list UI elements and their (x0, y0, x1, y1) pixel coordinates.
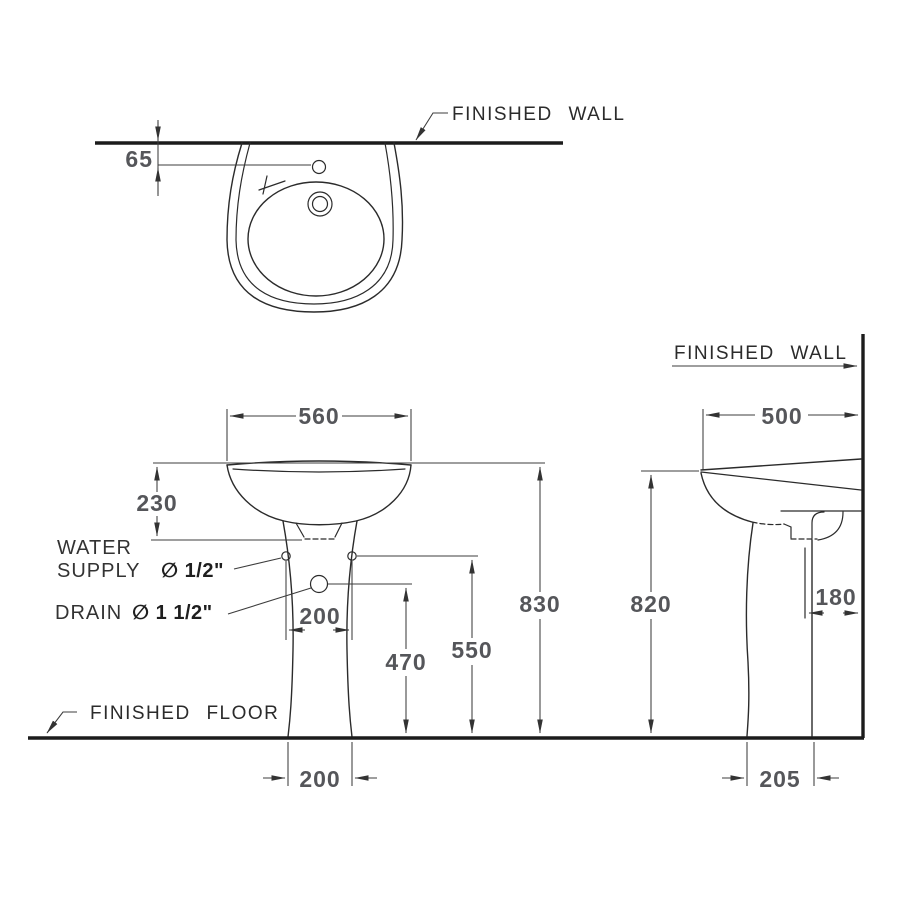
front-bowl-outline (226, 464, 412, 526)
water-supply-hole-right (347, 551, 357, 561)
drain-label: DRAIN ∅ 1 1/2" (55, 587, 312, 624)
drain-inner-circle (311, 195, 329, 213)
water-supply-text-line1: WATER (57, 537, 132, 559)
floor-label-leader (46, 711, 77, 734)
side-view: FINISHED WALL 500 820 (630, 334, 865, 792)
finished-wall-label-side: FINISHED WALL (674, 343, 848, 364)
dim-65-text: 65 (125, 146, 153, 172)
drain-text: DRAIN (55, 602, 122, 624)
dim-200b-text: 200 (299, 766, 340, 792)
finished-wall-label-top: FINISHED WALL (452, 104, 626, 125)
side-bowl-dashed (751, 521, 785, 526)
finished-floor-label-group: FINISHED FLOOR (46, 703, 279, 734)
side-rim-top-line (700, 458, 862, 471)
dim-500-text: 500 (761, 403, 802, 429)
basin-outer-outline (226, 142, 404, 313)
front-rim-inner-line (232, 468, 406, 473)
dim-820-text: 820 (630, 591, 671, 617)
drain-leader (227, 587, 312, 615)
dim-faucet-offset: 65 (125, 120, 311, 196)
dim-200u-text: 200 (299, 603, 340, 629)
water-supply-text-line2: SUPPLY (57, 560, 140, 582)
dim-depth-500: 500 (702, 403, 859, 470)
finished-floor-label: FINISHED FLOOR (90, 703, 279, 724)
dim-205-text: 205 (759, 766, 800, 792)
drain-size-text: ∅ 1 1/2" (132, 602, 213, 624)
faucet-hole (311, 159, 327, 175)
dim-rim-height-820: 820 (630, 470, 699, 734)
faucet-symbol (258, 175, 286, 195)
dim-base-depth-205: 205 (722, 742, 839, 792)
side-pedestal-front-edge (745, 522, 754, 737)
dim-550-text: 550 (451, 637, 492, 663)
dim-supply-spacing-200: 200 (285, 561, 353, 640)
dim-230-text: 230 (136, 490, 177, 516)
side-trap-outer-elbow (817, 511, 844, 541)
front-view: 560 230 830 550 470 (46, 403, 560, 792)
dim-drain-offset-180: 180 (808, 584, 859, 616)
water-supply-label: WATER SUPPLY ∅ 1/2" (57, 537, 282, 582)
drain-hole-front (309, 574, 329, 594)
dim-width-560: 560 (226, 403, 412, 461)
dim-560-text: 560 (298, 403, 339, 429)
dim-rim-height-830: 830 (519, 466, 560, 734)
side-trap-inner-elbow (811, 511, 825, 539)
pedestal-notch-sides (295, 522, 343, 538)
drain-outer-circle (307, 191, 333, 217)
basin-bowl-ellipse (247, 181, 385, 297)
pedestal-left-edge (282, 520, 294, 738)
water-supply-hole-left (281, 551, 291, 561)
side-bowl-underside (700, 472, 753, 523)
dim-470-text: 470 (385, 649, 426, 675)
water-supply-size-text: ∅ 1/2" (161, 560, 224, 582)
dim-supply-height-550: 550 (451, 559, 492, 734)
side-rim-inner-line (700, 471, 862, 491)
wall-label-leader-top (415, 112, 448, 141)
dim-drain-height-470: 470 (385, 587, 426, 734)
dim-180-text: 180 (815, 584, 856, 610)
dim-830-text: 830 (519, 591, 560, 617)
basin-rim-inner-line (235, 142, 394, 305)
dim-bowl-depth-230: 230 (136, 466, 302, 541)
side-trap-left (783, 523, 792, 539)
water-supply-leader (233, 557, 282, 570)
top-view: 65 FINISHED WALL (95, 104, 626, 313)
pedestal-right-edge (346, 520, 358, 738)
dim-base-width-200: 200 (263, 742, 377, 792)
